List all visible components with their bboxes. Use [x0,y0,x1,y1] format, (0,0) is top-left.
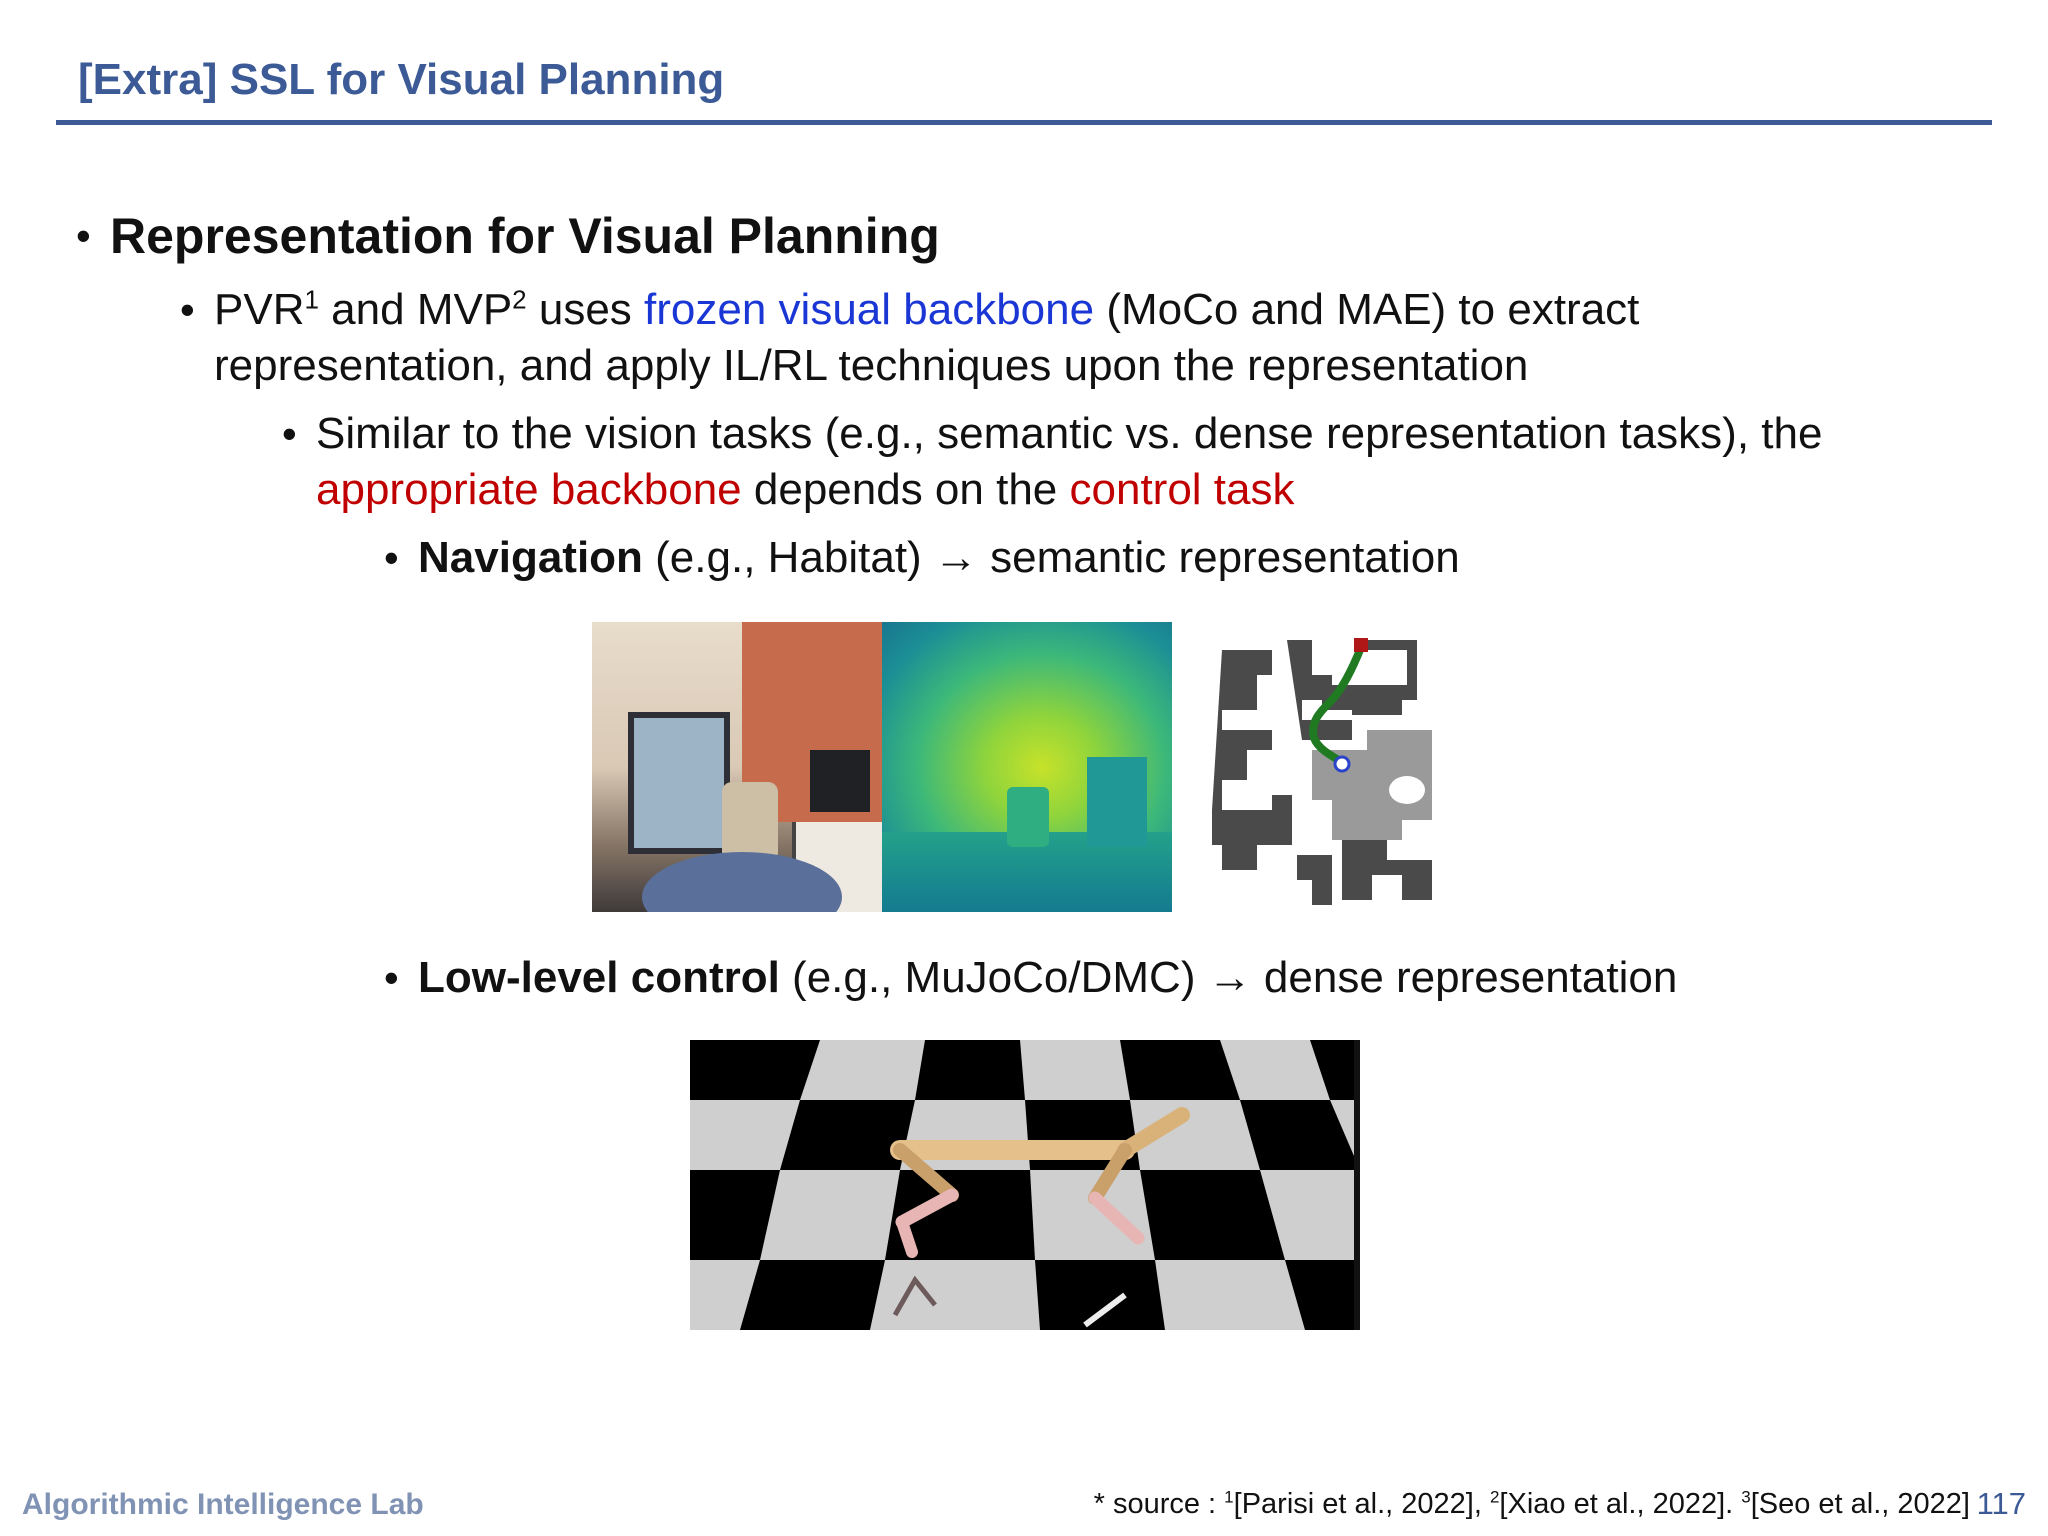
footer-lab-name: Algorithmic Intelligence Lab [22,1488,424,1521]
level2-rest-text: (MoCo and MAE) to extract representation… [214,285,1640,390]
habitat-rgb-view [592,622,882,912]
cheetah-render [690,1040,1360,1330]
bullet-level1: • Representation for Visual Planning [76,208,940,264]
habitat-topdown-map [1212,638,1432,905]
title-underline [56,120,1992,125]
bullet-dot: • [384,534,399,581]
source-ref-1: [Parisi et al., 2022], [1233,1488,1490,1520]
pvr-text: PVR [214,285,305,334]
rgb-chair [722,782,778,862]
source-prefix: * source : [1093,1488,1225,1520]
bullet-level2-text: PVR1 and MVP2 uses frozen visual backbon… [214,282,1740,394]
bullet-level3-text: Similar to the vision tasks (e.g., seman… [316,406,1982,518]
lowlevel-text: Low-level control (e.g., MuJoCo/DMC) → d… [418,950,1677,1006]
habitat-navigation-figure [592,622,1462,914]
bullet-navigation: • Navigation (e.g., Habitat) → semantic … [384,530,1460,586]
bullet-dot: • [282,410,297,457]
lowlevel-rest: (e.g., MuJoCo/DMC) → dense representatio… [779,953,1678,1002]
bullet-level1-text: Representation for Visual Planning [110,208,940,264]
bullet-level2: • PVR1 and MVP2 uses frozen visual backb… [180,282,1740,394]
footnote-ref-2: 2 [512,284,527,315]
bullet-lowlevel-control: • Low-level control (e.g., MuJoCo/DMC) →… [384,950,1677,1006]
uses-text: uses [526,285,645,334]
frozen-backbone-highlight: frozen visual backbone [644,285,1095,334]
rgb-tv [810,750,870,812]
depth-furniture [1087,757,1147,847]
level3-lead-text: Similar to the vision tasks (e.g., seman… [316,409,1823,458]
control-task-highlight: control task [1069,465,1295,514]
footnote-ref-1: 1 [304,284,319,315]
source-ref-2: [Xiao et al., 2022]. [1499,1488,1742,1520]
mvp-text: and MVP [318,285,513,334]
source-sup-1: 1 [1224,1487,1234,1507]
lowlevel-bold: Low-level control [418,953,780,1002]
source-sup-2: 2 [1489,1487,1500,1507]
slide-title: [Extra] SSL for Visual Planning [78,55,725,104]
source-ref-3: [Seo et al., 2022] [1750,1488,1970,1520]
rgb-window [628,712,730,854]
navigation-bold: Navigation [418,533,643,582]
mujoco-cheetah-figure [690,1040,1360,1330]
bullet-dot: • [76,212,91,259]
bullet-level3: • Similar to the vision tasks (e.g., sem… [282,406,1982,518]
level3-mid-text: depends on the [741,465,1070,514]
habitat-depth-view [882,622,1172,912]
page-number: 117 [1976,1486,2026,1521]
navigation-text: Navigation (e.g., Habitat) → semantic re… [418,530,1460,586]
bullet-dot: • [180,286,195,333]
depth-chair [1007,787,1049,847]
source-sup-3: 3 [1741,1487,1751,1507]
navigation-rest: (e.g., Habitat) → semantic representatio… [642,533,1460,582]
bullet-dot: • [384,954,399,1001]
footer-source: * source : 1[Parisi et al., 2022], 2[Xia… [1094,1488,1970,1521]
appropriate-backbone-highlight: appropriate backbone [316,465,742,514]
